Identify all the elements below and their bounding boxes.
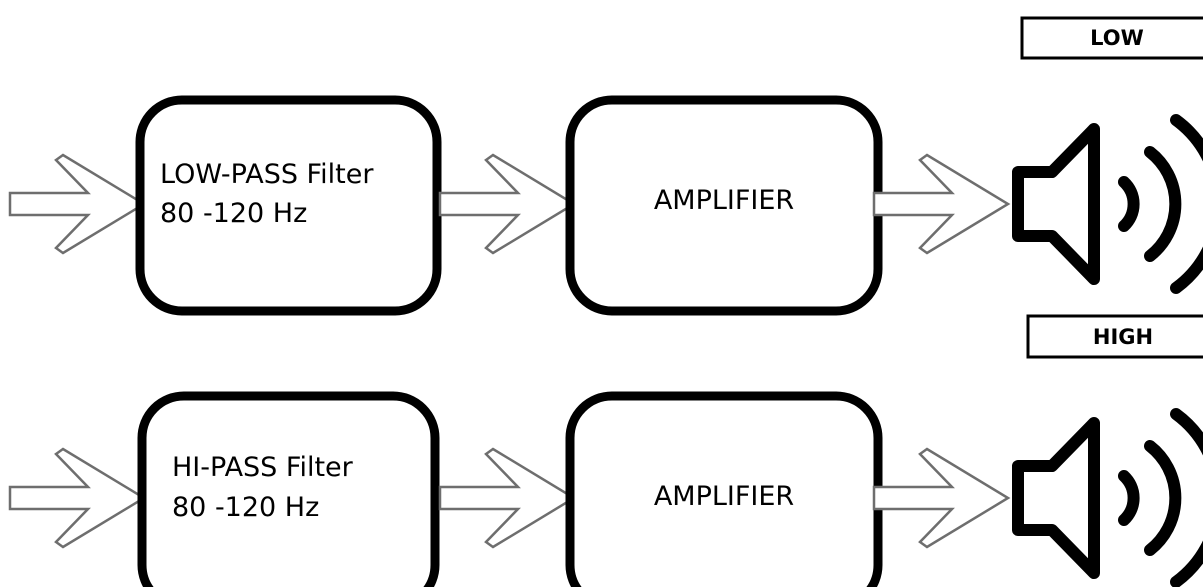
amplifier-block: AMPLIFIER xyxy=(565,391,883,587)
amplifier-label: AMPLIFIER xyxy=(654,185,794,216)
hi-pass-filter-block: HI-PASS Filter 80 -120 Hz xyxy=(137,391,440,587)
filter-range: 80 -120 Hz xyxy=(172,492,319,523)
filter-to-amp-arrow xyxy=(438,447,576,549)
speaker-icon xyxy=(1018,120,1203,288)
amp-to-speaker-arrow xyxy=(872,153,1010,255)
low-pass-filter-block: LOW-PASS Filter 80 -120 Hz xyxy=(135,95,442,316)
amplifier-block: AMPLIFIER xyxy=(565,95,883,316)
high-tag: HIGH xyxy=(1026,314,1203,359)
input-arrow xyxy=(8,153,146,255)
low-tag: LOW xyxy=(1020,16,1203,60)
filter-range: 80 -120 Hz xyxy=(160,198,307,229)
input-arrow xyxy=(8,447,146,549)
amp-to-speaker-arrow xyxy=(872,447,1010,549)
filter-to-amp-arrow xyxy=(438,153,576,255)
low-tag-label: LOW xyxy=(1090,26,1144,50)
filter-title: HI-PASS Filter xyxy=(172,452,354,483)
amplifier-label: AMPLIFIER xyxy=(654,481,794,512)
filter-title: LOW-PASS Filter xyxy=(160,159,374,190)
row-high: HIGH HI-PASS Filter 80 -120 Hz AMPLIFIER xyxy=(8,314,1203,587)
high-tag-label: HIGH xyxy=(1093,325,1153,349)
speaker-icon xyxy=(1018,414,1203,582)
row-low: LOW LOW-PASS Filter 80 -120 Hz AMPLIFIER xyxy=(8,16,1203,316)
